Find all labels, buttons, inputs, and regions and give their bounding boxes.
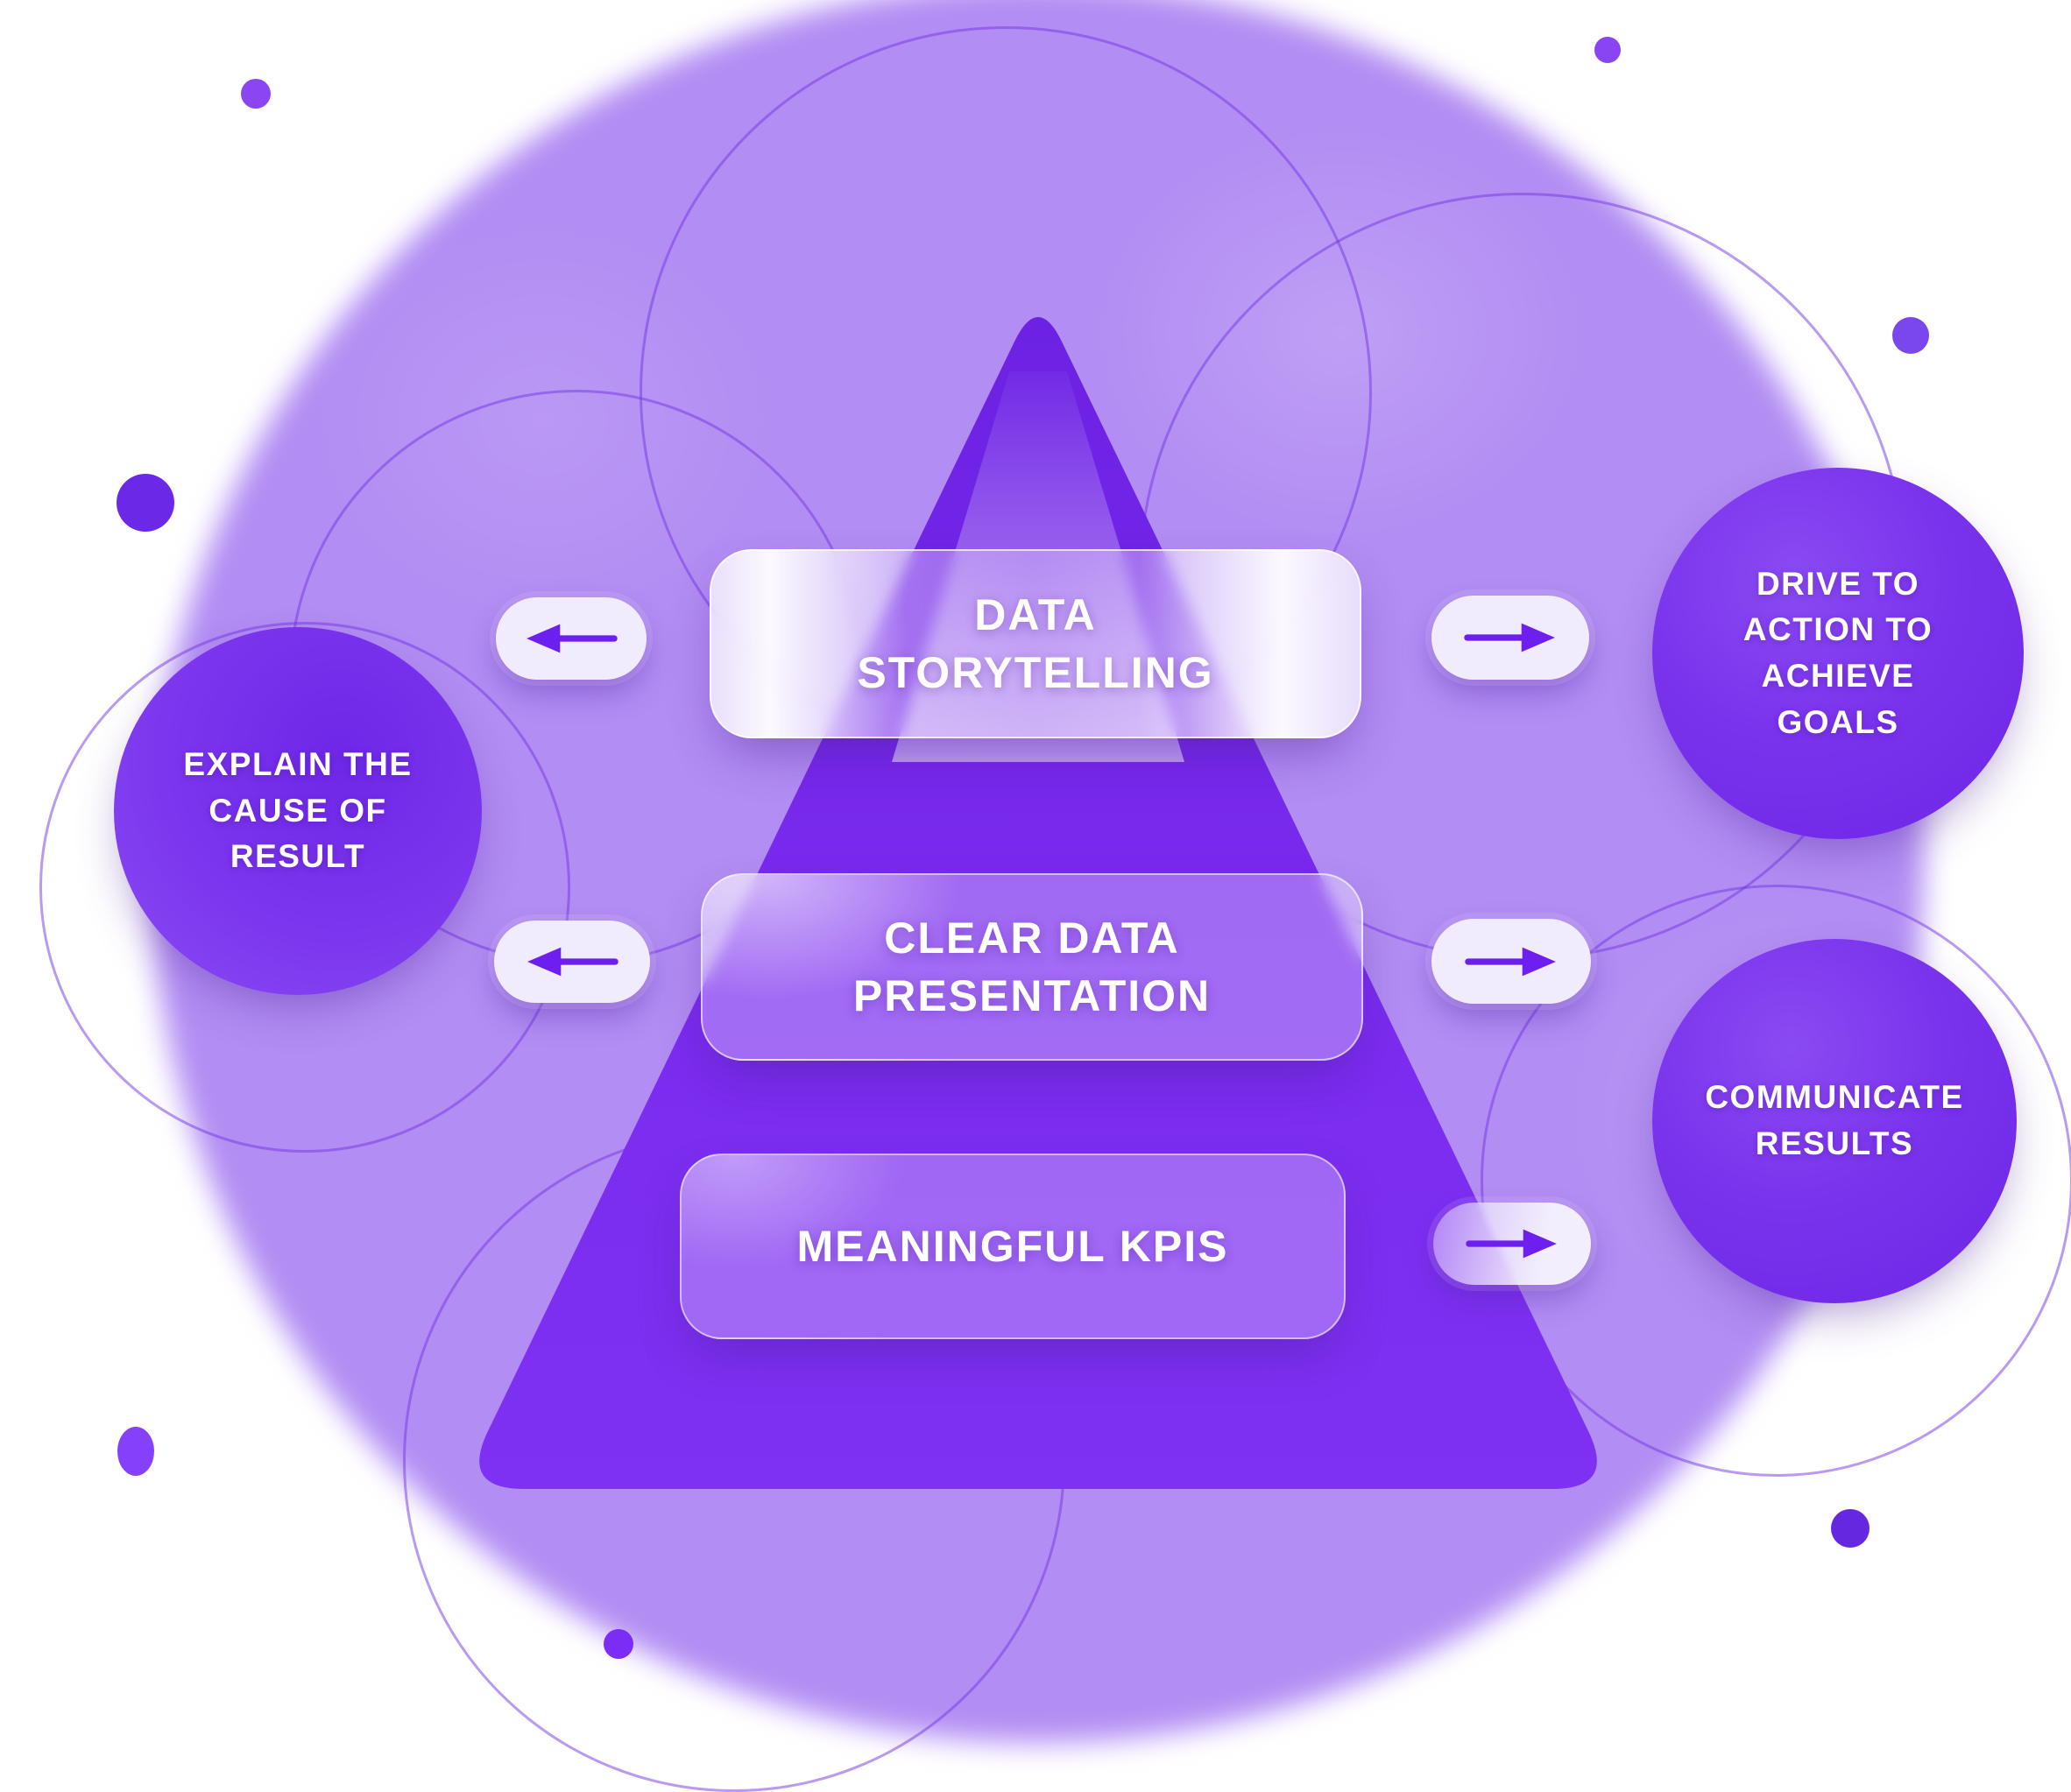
circle-label-line: ACHIEVE (1761, 658, 1915, 694)
level-label-line: DATA (974, 590, 1097, 639)
decor-dot (241, 79, 271, 109)
circle-label-line: GOALS (1777, 703, 1899, 740)
diagram-canvas: DATA STORYTELLING CLEAR DATA PRESENTATIO… (39, 0, 2071, 1792)
circle-label-line: RESULTS (1755, 1125, 1914, 1161)
right-arrow-icon (1465, 947, 1556, 976)
outline-circle (39, 622, 570, 1153)
circle-label-line: DRIVE TO (1756, 565, 1920, 602)
left-arrow-icon (527, 624, 618, 653)
circle-label-line: COMMUNICATE (1705, 1079, 1964, 1116)
arrow-button-middle-right[interactable] (1431, 919, 1591, 1004)
arrow-button-top-right[interactable] (1431, 596, 1589, 680)
arrow-button-middle-left[interactable] (494, 921, 650, 1003)
left-arrow-icon (527, 947, 618, 977)
arrow-button-top-left[interactable] (496, 597, 647, 680)
decor-dot (117, 1427, 154, 1476)
circle-explain-the-cause-of-result: EXPLAIN THE CAUSE OF RESULT (114, 627, 482, 995)
level-label-line: MEANINGFUL KPIS (796, 1222, 1229, 1271)
circle-label-line: ACTION TO (1742, 611, 1933, 648)
pyramid-level-clear-data-presentation: CLEAR DATA PRESENTATION (701, 873, 1363, 1061)
level-label-line: CLEAR DATA (884, 914, 1180, 963)
pyramid-level-meaningful-kpis: MEANINGFUL KPIS (680, 1154, 1346, 1339)
decor-dot (1892, 317, 1929, 354)
pyramid-level-data-storytelling: DATA STORYTELLING (710, 549, 1361, 738)
decor-dot (117, 474, 174, 532)
level-label-line: STORYTELLING (857, 648, 1214, 697)
decor-dot (1831, 1509, 1870, 1548)
arrow-button-bottom-right[interactable] (1433, 1203, 1591, 1285)
circle-drive-to-action-to-achieve-goals: DRIVE TO ACTION TO ACHIEVE GOALS (1652, 468, 2024, 839)
level-label-line: PRESENTATION (852, 971, 1212, 1020)
right-arrow-icon (1466, 1229, 1557, 1259)
circle-label-line: RESULT (230, 838, 366, 875)
right-arrow-icon (1464, 623, 1555, 653)
decor-dot (1594, 37, 1621, 63)
circle-communicate-results: COMMUNICATE RESULTS (1652, 939, 2017, 1303)
decor-dot (604, 1629, 633, 1659)
circle-label-line: CAUSE OF (209, 792, 387, 829)
circle-label-line: EXPLAIN THE (183, 746, 413, 783)
